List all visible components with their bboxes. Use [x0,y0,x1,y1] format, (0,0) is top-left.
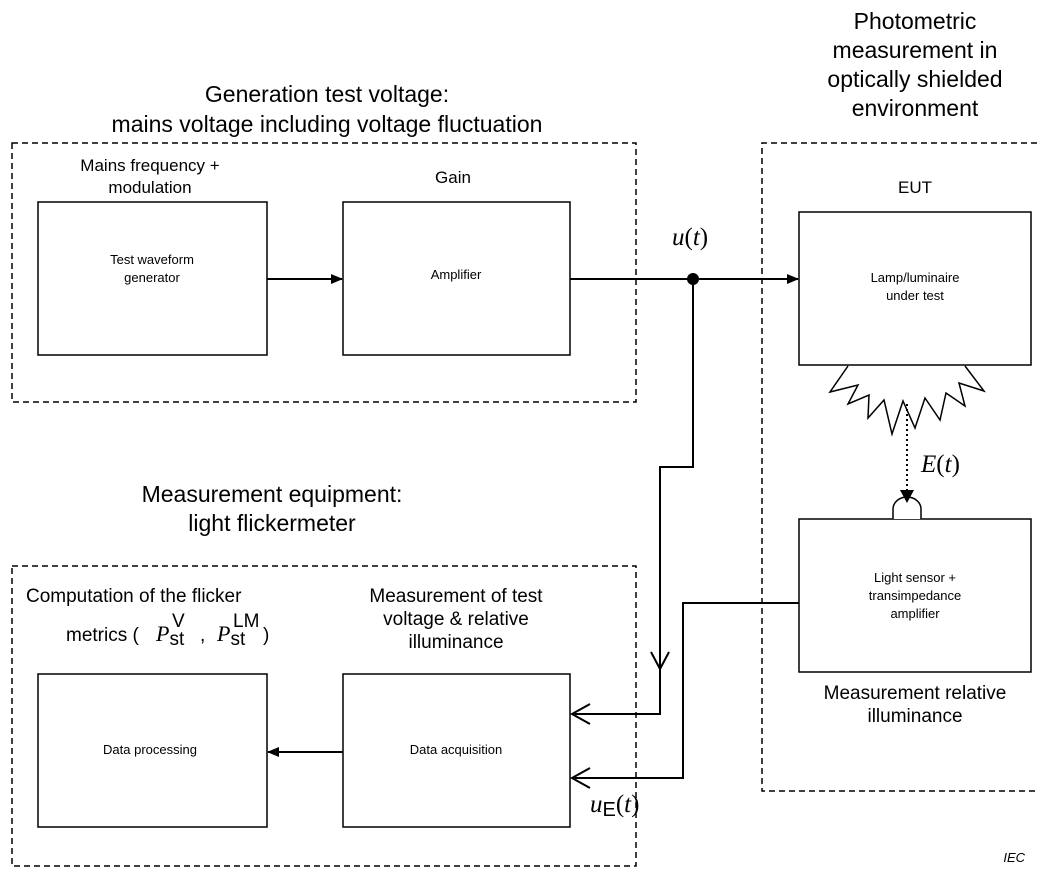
u-symbol: u [672,224,685,251]
E-symbol: E [920,451,936,478]
light-sensor-label-line2: transimpedance [869,588,962,603]
generation-region-title-line2: mains voltage including voltage fluctuat… [112,111,543,137]
u-open: ( [685,224,693,251]
eut-heading: EUT [898,178,932,197]
pst-v-metric: Pst [155,621,185,650]
illuminance-input-arrowhead [569,767,591,789]
test-waveform-generator-box [37,201,268,356]
pst-v-superscript: V [172,611,185,632]
light-sensor-label-line3: amplifier [890,606,940,621]
voltage-input-arrowhead [569,703,591,725]
test-waveform-generator-label-line1: Test waveform [110,252,194,267]
uE-subscript: E [603,799,616,821]
photometric-region-title-line2: measurement in [833,37,998,63]
voltage-tap-down-arrowhead [650,651,670,672]
test-waveform-generator-heading-line2: modulation [108,178,191,197]
pst-lm-superscript: LM [233,611,259,632]
voltage-signal-label: u(t) [672,224,708,251]
light-sensor-label-line1: Light sensor + [874,570,956,585]
data-acquisition-heading-line2: voltage & relative [383,609,529,630]
light-sensor-box [798,518,1032,673]
iec-credit: IEC [1003,850,1025,865]
generation-region-frame [11,142,637,403]
data-processing-heading-line2: metrics ( [66,625,140,646]
eut-label-line1: Lamp/luminaire [871,270,960,285]
amplifier-label: Amplifier [431,267,482,282]
metrics-open: metrics ( [66,625,140,646]
pst-v-subscript: st [169,629,185,650]
measurement-equipment-title-line1: Measurement equipment: [142,481,403,507]
uE-close: ) [631,791,639,818]
data-processing-heading-line1: Computation of the flicker [26,586,242,607]
light-sensor-caption-line1: Measurement relative [824,683,1007,704]
pst-v-symbol: P [155,621,169,646]
photometric-region-title-line4: environment [852,95,979,121]
test-waveform-generator-heading-line1: Mains frequency + [80,156,219,175]
uE-symbol: u [590,791,603,818]
uE-arg: t [624,791,632,818]
data-processing-label: Data processing [103,742,197,757]
generation-region-title-line1: Generation test voltage: [205,81,449,107]
eut-label-line2: under test [886,288,944,303]
illuminance-signal-label: E(t) [920,451,960,478]
E-arg: t [945,451,953,478]
data-processing-box [37,673,268,828]
u-arg: t [693,224,701,251]
metrics-separator: , [200,625,205,646]
photometric-region-frame [761,142,1037,792]
pst-lm-symbol: P [216,621,230,646]
u-close: ) [700,224,708,251]
illuminance-signal-line [572,602,799,779]
data-acquisition-heading-line3: illuminance [408,632,503,653]
E-close: ) [952,451,960,478]
metrics-close: ) [263,625,269,646]
test-waveform-generator-label-line2: generator [124,270,180,285]
data-acquisition-heading-line1: Measurement of test [369,586,543,607]
light-path-arrowhead [900,490,914,503]
eut-box [798,211,1032,366]
uE-open: ( [616,791,624,818]
photometric-region-title-line3: optically shielded [827,66,1002,92]
measurement-equipment-title-line2: light flickermeter [188,510,356,536]
E-open: ( [936,451,944,478]
data-acquisition-box [342,673,571,828]
pst-lm-metric: Pst [216,621,246,650]
light-emission-icon [828,365,987,437]
light-sensor-caption-line2: illuminance [867,706,962,727]
photometric-region-title-line1: Photometric [854,8,977,34]
data-acquisition-label: Data acquisition [410,742,503,757]
amplifier-heading: Gain [435,168,471,187]
illuminance-voltage-signal-label: uE(t) [590,791,639,821]
voltage-tap-line [572,279,694,715]
measurement-equipment-region-frame [11,565,637,867]
pst-lm-subscript: st [230,629,246,650]
